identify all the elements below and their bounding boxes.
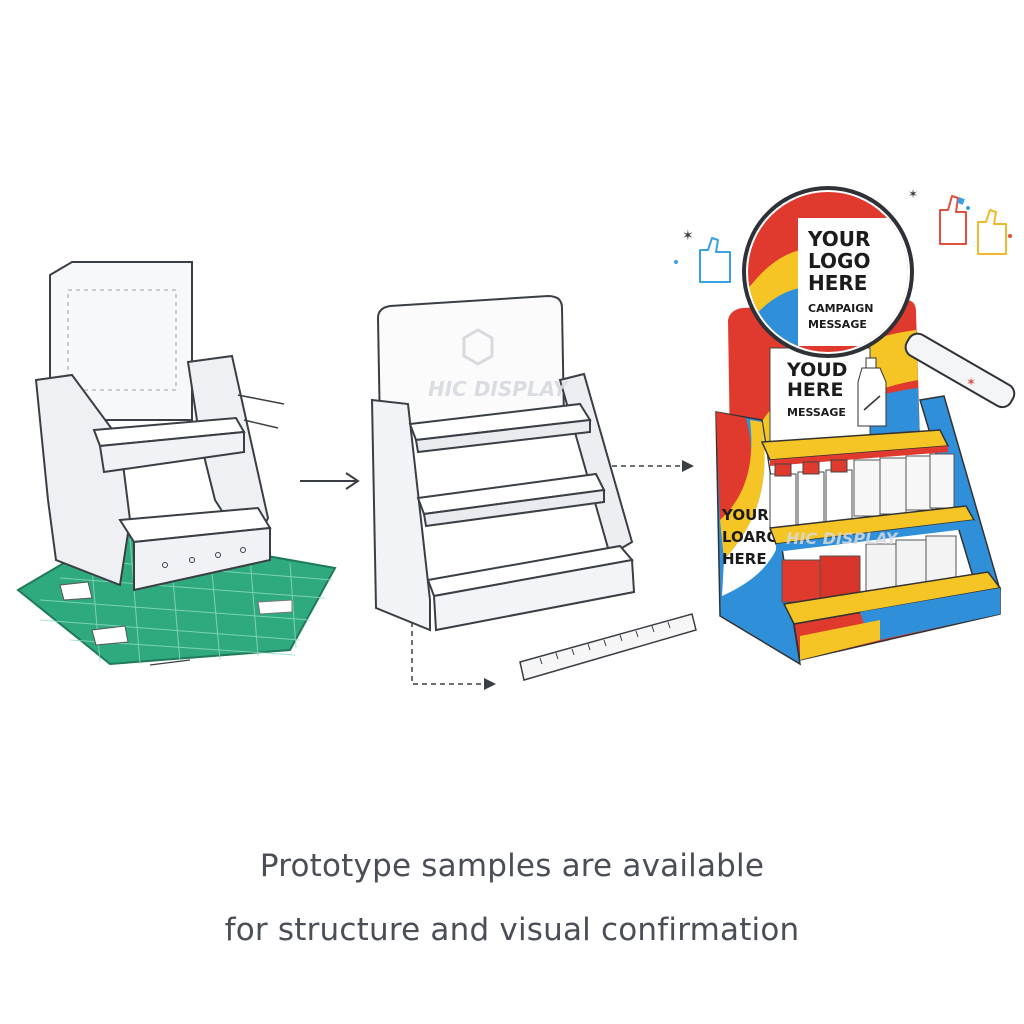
magnifier-subtitle-line-1: CAMPAIGN — [808, 302, 873, 315]
watermark-text: HIC DISPLAY — [428, 377, 570, 401]
header-subtitle: MESSAGE — [787, 406, 846, 419]
arrow-right-icon — [300, 472, 360, 490]
magnifier-title-line-2: LOGO — [808, 249, 870, 273]
watermark-logo-icon: HIC DISPLAY — [428, 328, 570, 401]
side-panel-line-2: LOARO — [722, 528, 779, 546]
illustration-scene: HIC DISPLAY YOUD HERE MESSAGE YOUR LOARO… — [16, 186, 1016, 690]
magnifier-icon: YOUR LOGO HERE CAMPAIGN MESSAGE — [742, 186, 1016, 409]
magnifier-title-line-1: YOUR — [807, 227, 870, 251]
svg-text:✶: ✶ — [966, 375, 976, 389]
thumbs-up-icon — [699, 195, 1007, 283]
blank-display-sample-icon — [370, 294, 697, 681]
cardboard-prototype-icon — [16, 261, 337, 666]
dashed-arrow-down-right-icon — [411, 622, 496, 690]
caption-line-1: Prototype samples are available — [259, 848, 765, 884]
side-panel-line-3: HERE — [722, 550, 767, 568]
magnifier-subtitle-line-2: MESSAGE — [808, 318, 867, 331]
magnifier-title-line-3: HERE — [808, 271, 867, 295]
svg-text:✶: ✶ — [908, 187, 918, 201]
header-title-line-1: YOUD — [786, 359, 847, 381]
watermark-text-2: HIC DISPLAY — [786, 529, 899, 548]
printed-display-icon: YOUD HERE MESSAGE YOUR LOARO HERE — [715, 300, 1002, 666]
dashed-arrow-right-icon — [612, 460, 694, 472]
header-title-line-2: HERE — [787, 379, 844, 401]
side-panel-line-1: YOUR — [721, 506, 769, 524]
caption-line-2: for structure and visual confirmation — [224, 912, 800, 948]
svg-text:✶: ✶ — [682, 228, 694, 244]
sparkle-icon: ✶ ✶ ✶ — [674, 187, 1012, 389]
